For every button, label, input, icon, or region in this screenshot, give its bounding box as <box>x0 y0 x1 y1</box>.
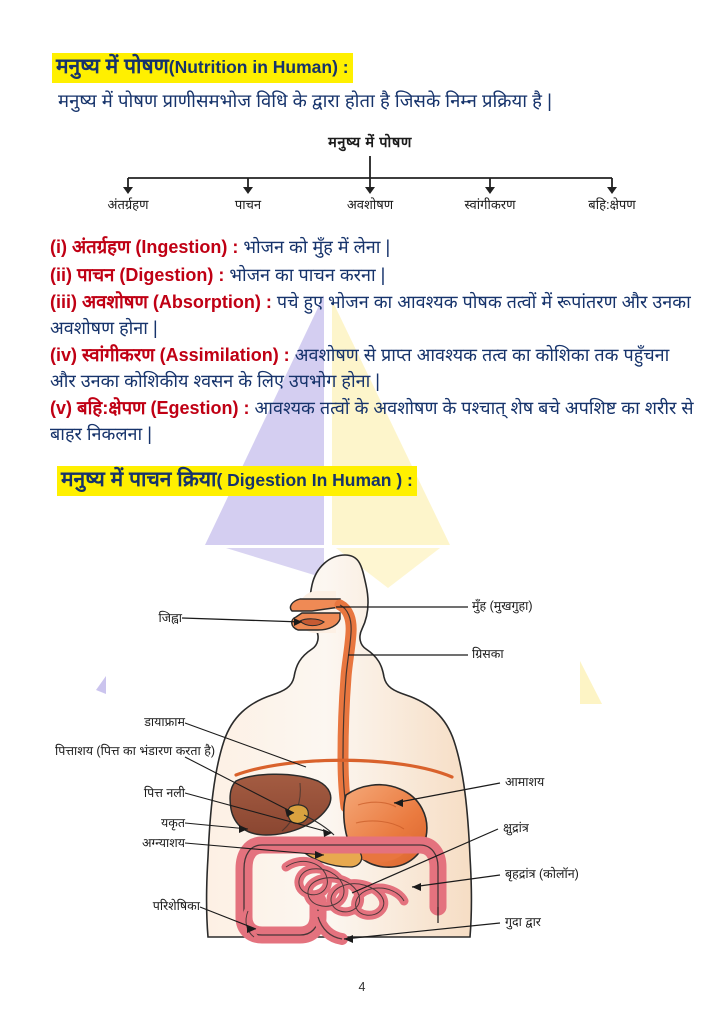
label-mouth: मुँह (मुखगुहा) <box>472 599 533 613</box>
nutrition-steps-list: (i) अंतर्ग्रहण (Ingestion) : भोजन को मुँ… <box>50 234 695 448</box>
flowchart-connectors <box>123 156 617 194</box>
point-3-description: पचे हुए भोजन का आवश्यक पोषक तत्वों में र… <box>50 292 691 338</box>
label-bile-duct: पित्त नली <box>143 786 185 800</box>
point-4-description: अवशोषण से प्राप्त आवश्यक तत्व का कोशिका … <box>50 345 670 391</box>
list-item-egestion: (v) बहि:क्षेपण (Egestion) : आवश्यक तत्वो… <box>50 395 695 447</box>
list-item-assimilation: (iv) स्वांगीकरण (Assimilation) : अवशोषण … <box>50 342 695 394</box>
label-appendix: परिशेषिका <box>152 899 200 913</box>
label-stomach: आमाशय <box>505 775 545 789</box>
page-title-nutrition: मनुष्य में पोषण(Nutrition in Human) : <box>52 53 353 83</box>
flowchart-node-digestion: पाचन <box>234 197 262 212</box>
flowchart-title: मनुष्य में पोषण <box>328 135 412 151</box>
heading1-devanagari: मनुष्य में पोषण <box>56 55 169 78</box>
label-pancreas: अग्न्याशय <box>142 836 185 850</box>
flowchart-node-egestion: बहि:क्षेपण <box>588 197 636 212</box>
point-4-term-devanagari: स्वांगीकरण <box>82 344 155 366</box>
intro-paragraph: मनुष्य में पोषण प्राणीसमभोज विधि के द्वा… <box>58 90 552 111</box>
flowchart-node-ingestion: अंतर्ग्रहण <box>107 197 149 212</box>
point-2-term-english: (Digestion) : <box>119 264 225 285</box>
list-item-absorption: (iii) अवशोषण (Absorption) : पचे हुए भोजन… <box>50 289 695 341</box>
point-5-term-devanagari: बहि:क्षेपण <box>77 397 146 419</box>
label-small-intestine: क्षुद्रांत्र <box>503 821 529 835</box>
point-2-number: (ii) <box>50 264 72 285</box>
page-number: 4 <box>358 980 366 994</box>
point-5-term-english: (Egestion) : <box>150 398 250 419</box>
heading2-devanagari: मनुष्य में पाचन क्रिया <box>61 468 217 491</box>
point-1-description: भोजन को मुँह में लेना | <box>243 237 391 257</box>
nutrition-flowchart: मनुष्य में पोषण अंतर्ग्रहण पाचन अवशोषण स… <box>90 132 650 220</box>
point-1-term-devanagari: अंतर्ग्रहण <box>72 236 131 257</box>
point-3-term-english: (Absorption) : <box>152 292 272 313</box>
point-1-number: (i) <box>50 237 67 257</box>
point-5-description: आवश्यक तत्वों के अवशोषण के पश्चात् शेष ब… <box>50 398 694 444</box>
point-4-number: (iv) <box>50 345 77 366</box>
heading2-english: ( Digestion In Human ) : <box>216 470 413 490</box>
label-anus: गुदा द्वार <box>505 915 541 929</box>
flowchart-node-assimilation: स्वांगीकरण <box>464 197 516 212</box>
point-4-term-english: (Assimilation) : <box>159 345 290 366</box>
label-oesophagus: ग्रिसका <box>472 647 504 661</box>
flowchart-node-absorption: अवशोषण <box>346 197 394 212</box>
point-1-term-english: (Ingestion) : <box>135 237 239 257</box>
label-tongue: जिह्वा <box>158 611 182 625</box>
digestive-system-diagram: जिह्वा मुँह (मुखगुहा) ग्रिसका डायाफ्राम … <box>0 545 724 945</box>
point-3-number: (iii) <box>50 292 77 313</box>
point-5-number: (v) <box>50 398 72 419</box>
label-gall-bladder: पित्ताशय (पित्त का भंडारण करता है) <box>55 744 216 758</box>
digestive-system-illustration <box>181 554 501 945</box>
point-3-term-devanagari: अवशोषण <box>82 291 148 313</box>
label-large-intestine: बृहद्रांत्र (कोलॉन) <box>505 867 579 881</box>
point-2-term-devanagari: पाचन <box>77 263 115 285</box>
heading1-english: (Nutrition in Human) : <box>168 57 349 77</box>
label-diaphragm: डायाफ्राम <box>144 715 185 729</box>
label-liver: यकृत <box>161 816 185 830</box>
point-2-description: भोजन का पाचन करना | <box>229 264 386 285</box>
list-item-ingestion: (i) अंतर्ग्रहण (Ingestion) : भोजन को मुँ… <box>50 234 695 261</box>
list-item-digestion: (ii) पाचन (Digestion) : भोजन का पाचन करन… <box>50 262 695 289</box>
page-title-digestion: मनुष्य में पाचन क्रिया( Digestion In Hum… <box>57 466 417 496</box>
